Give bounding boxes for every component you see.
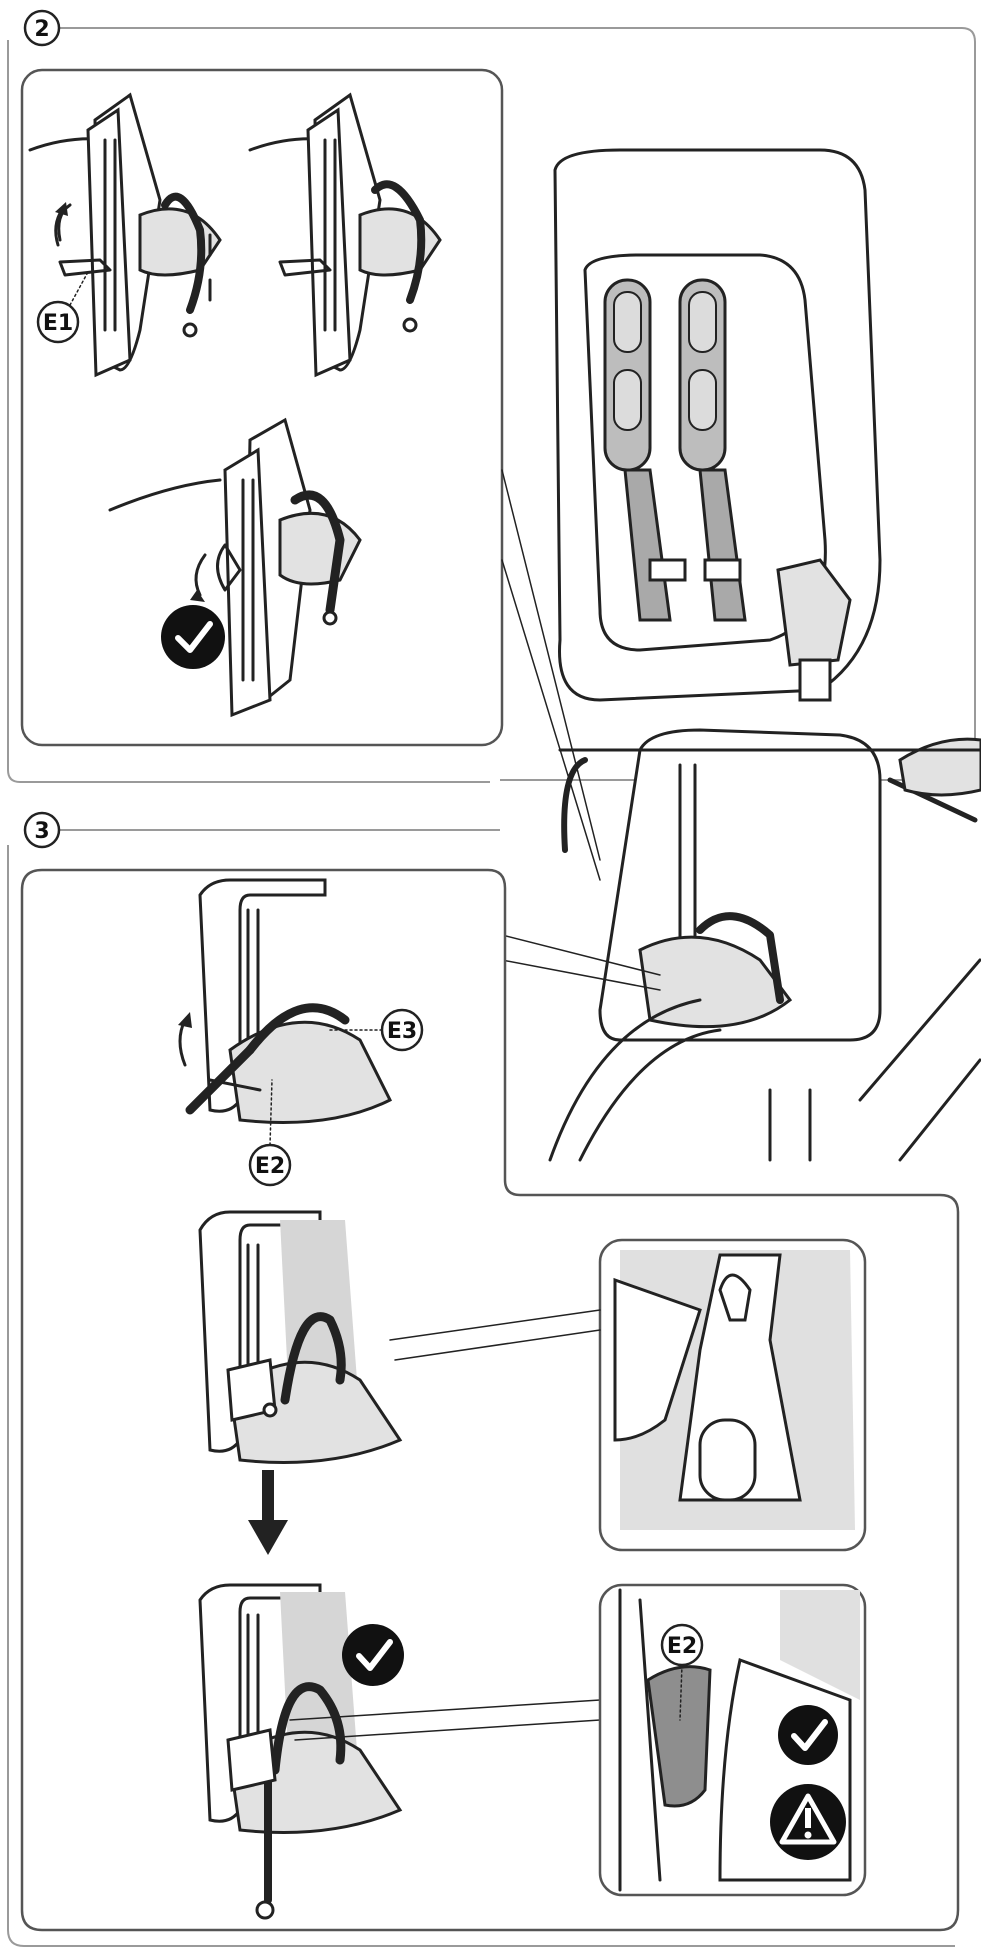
callout-e3: E3 — [329, 1008, 424, 1052]
step-2-badge: 2 — [23, 9, 61, 47]
step-3-badge: 3 — [23, 811, 61, 849]
seat-side-view-strap-fastened — [108, 417, 362, 718]
arrow-down-icon — [248, 1470, 288, 1555]
bike-child-seat-overview — [548, 148, 981, 1162]
callout-e2: E2 — [248, 1079, 292, 1187]
callout-e2-detail-label: E2 — [667, 1634, 697, 1659]
callout-e1-label: E1 — [43, 311, 73, 336]
callout-e3-label: E3 — [387, 1019, 417, 1044]
seat-side-view-lever-down — [248, 92, 442, 378]
step-2-number: 2 — [34, 17, 49, 42]
callout-e1: E1 — [36, 271, 89, 344]
step-3-number: 3 — [34, 819, 49, 844]
callout-e2-label: E2 — [255, 1154, 285, 1179]
check-icon-step-3-secured — [342, 1624, 404, 1686]
footrest-strap-release-view — [178, 878, 393, 1124]
step-2-frame — [7, 27, 976, 783]
callout-e2-detail: E2 — [660, 1623, 704, 1721]
step-3-frame — [7, 829, 955, 1947]
check-icon-step-2 — [161, 605, 225, 669]
check-icon-detail — [778, 1705, 838, 1765]
strap-hook-detail — [389, 1238, 867, 1552]
arrow-up-icon — [54, 202, 68, 247]
footrest-strap-route-view — [198, 1210, 403, 1464]
warning-icon — [770, 1784, 846, 1860]
zoom-connector-lines — [501, 469, 661, 991]
seat-side-view-lever-up — [28, 92, 222, 378]
footrest-strap-secured-view — [198, 1583, 601, 1920]
